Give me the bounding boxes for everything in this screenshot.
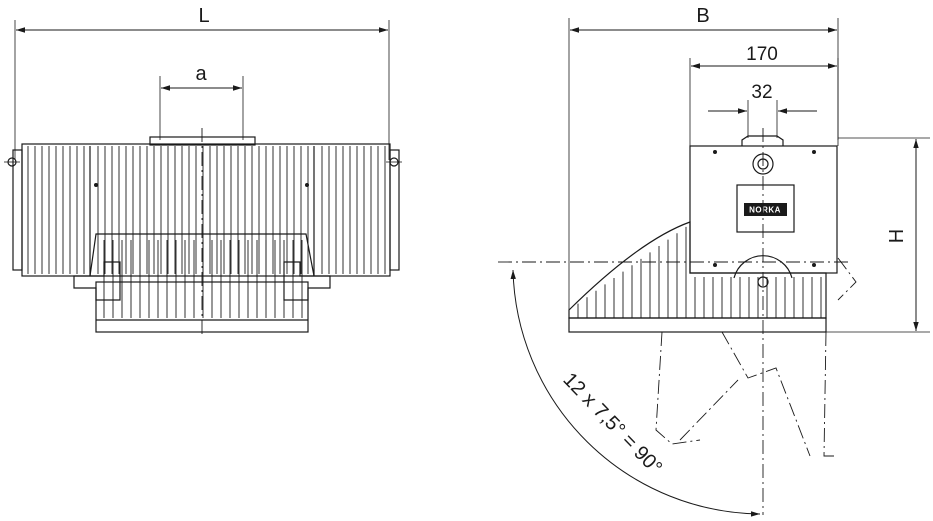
dimension-a: a	[159, 63, 244, 140]
lamp-housing	[89, 233, 315, 277]
dim-170-label: 170	[746, 44, 778, 65]
top-mount-plate	[149, 136, 256, 146]
front-view: L a	[4, 5, 402, 338]
lamp-reflector-box	[95, 281, 309, 333]
logo-plate	[736, 184, 795, 233]
right-screw-icon	[386, 157, 402, 167]
hinge-arc	[733, 255, 793, 279]
logo-text: NORKA	[749, 206, 781, 215]
dimension-32: 32	[708, 82, 817, 138]
logo-badge	[744, 203, 787, 216]
dimension-h: H	[826, 137, 930, 333]
housing-fins	[27, 146, 386, 274]
dimension-l: L	[14, 5, 390, 160]
mount-head	[741, 135, 784, 146]
tilt-angle-label: 12 x 7,5° = 90°	[558, 369, 666, 479]
dim-b-label: B	[696, 5, 709, 27]
reflector-base	[568, 317, 827, 333]
tilt-angle-arc	[510, 269, 761, 517]
dim-l-label: L	[198, 5, 209, 27]
left-bracket	[73, 261, 121, 301]
dim-h-label: H	[886, 229, 908, 243]
right-end-cap	[389, 149, 400, 271]
right-bracket	[283, 261, 331, 301]
side-view: B 170 32 H	[498, 5, 930, 517]
reflector-wedge	[568, 221, 827, 319]
left-end-cap	[12, 149, 23, 271]
dim-a-label: a	[195, 63, 207, 85]
left-screw-icon	[4, 157, 20, 167]
dim-32-label: 32	[751, 82, 772, 103]
lamp-fins	[103, 240, 303, 318]
dimension-170: 170	[689, 44, 839, 146]
